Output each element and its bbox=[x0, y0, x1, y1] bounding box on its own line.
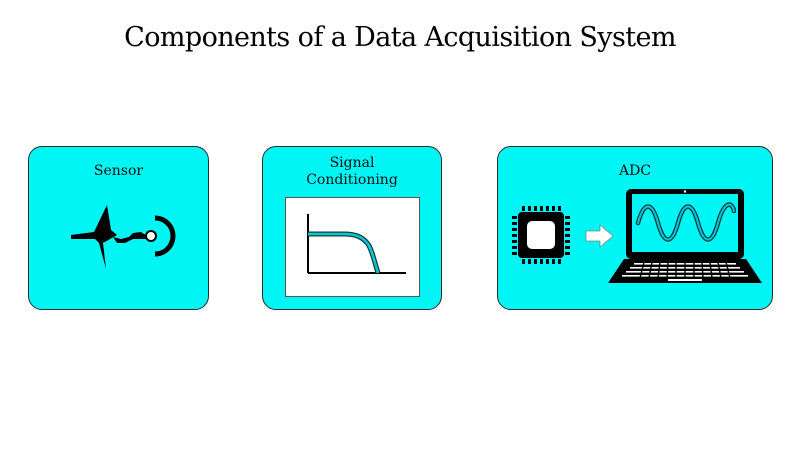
low-pass-filter-graph-icon bbox=[307, 214, 406, 274]
arrow-right-icon bbox=[585, 224, 614, 248]
filter-response-curve bbox=[308, 232, 380, 274]
signal-conditioning-label-line2: Conditioning bbox=[306, 172, 398, 188]
sensor-box: Sensor bbox=[28, 146, 209, 310]
adc-label: ADC bbox=[618, 163, 652, 179]
signal-conditioning-box: Signal Conditioning bbox=[262, 146, 442, 310]
adc-box: ADC bbox=[497, 146, 773, 310]
sensor-label: Sensor bbox=[93, 163, 144, 179]
laptop-waveform-icon bbox=[608, 189, 762, 283]
chip-icon bbox=[512, 206, 570, 264]
signal-conditioning-label-line1: Signal bbox=[329, 155, 375, 171]
diagram-title: Components of a Data Acquisition System bbox=[124, 22, 676, 53]
sensor-icon bbox=[71, 205, 176, 269]
signal-conditioning-label: Signal Conditioning bbox=[263, 155, 441, 189]
filter-plot-panel bbox=[285, 197, 420, 297]
